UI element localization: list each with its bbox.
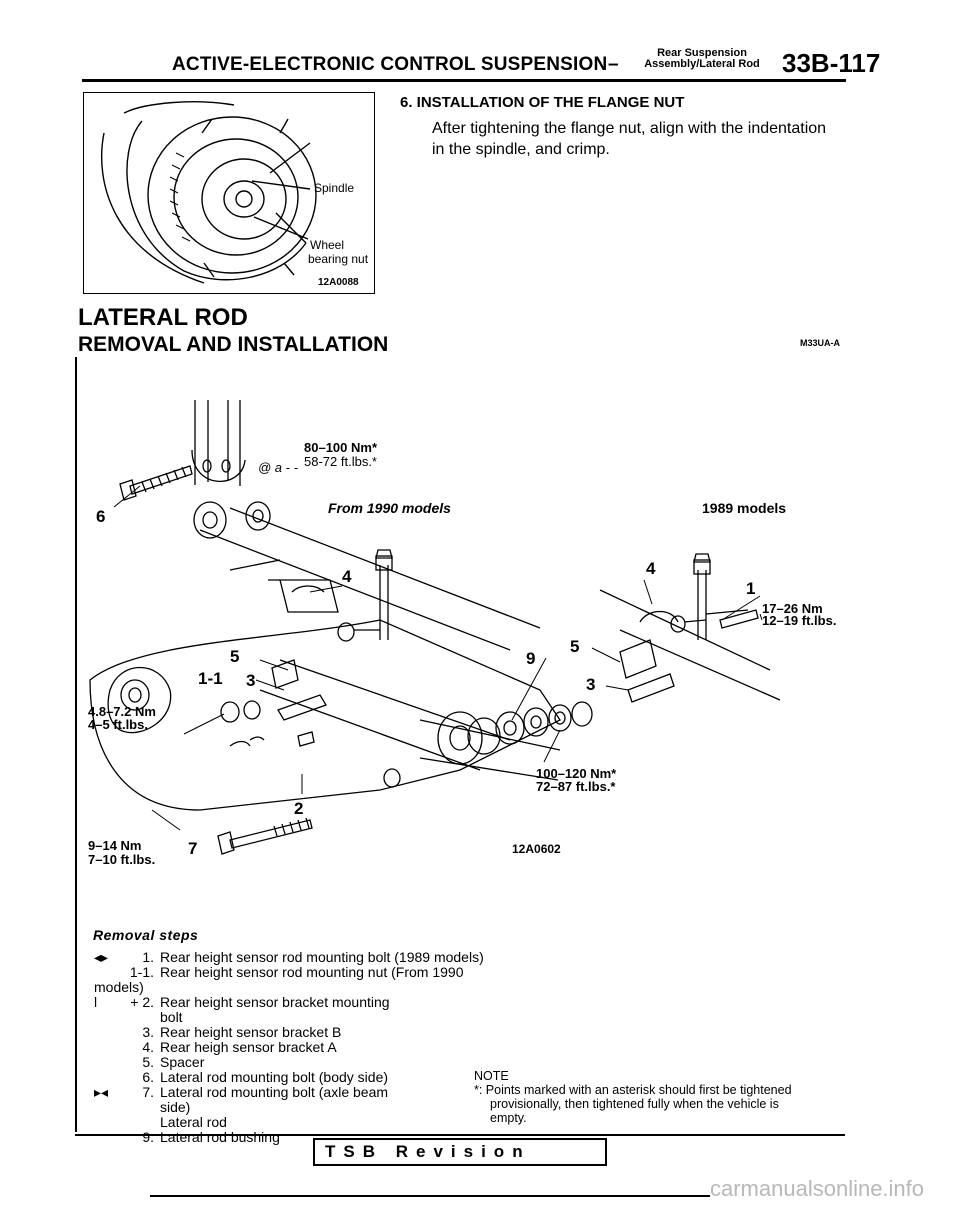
step-number: 4.	[142, 1039, 154, 1055]
callout-5-1989: 5	[570, 637, 579, 656]
section-code: M33UA-A	[800, 338, 841, 348]
tsb-revision-box: TSB Revision	[313, 1138, 607, 1166]
torque-bottom-nm: 9–14 Nm	[88, 838, 142, 853]
header-subtitle: Rear Suspension Assembly/Lateral Rod	[628, 48, 776, 70]
section-subtitle: REMOVAL AND INSTALLATION	[78, 333, 389, 356]
spindle-label: Spindle	[314, 181, 354, 195]
list-item: l + 2. Rear height sensor bracket mounting	[94, 995, 514, 1010]
step-text: Lateral rod	[160, 1114, 227, 1130]
header-title: ACTIVE-ELECTRONIC CONTROL SUSPENSION	[172, 54, 608, 75]
lateral-rod-diagram: 6 4 5 1-1 3 9 5 3 4 1 2 7	[80, 390, 850, 880]
left-rule	[75, 357, 77, 1132]
torque-center-nm: 100–120 Nm*	[536, 766, 617, 781]
step-number: 7.	[142, 1084, 154, 1100]
header-rule	[82, 79, 846, 82]
callout-4-1990: 4	[342, 567, 352, 586]
bottom-rule	[150, 1195, 710, 1197]
note-line3: empty.	[490, 1111, 527, 1125]
step-number: 9.	[142, 1129, 154, 1145]
flange-figure-id: 12A0088	[318, 277, 359, 288]
removal-steps-list: ◂▸ 1. Rear height sensor rod mounting bolt…	[94, 950, 514, 1145]
callout-9: 9	[526, 649, 535, 668]
note-line1: *: Points marked with an asterisk should…	[474, 1083, 792, 1097]
step-number: 6.	[142, 1069, 154, 1085]
torque-center-ft: 72–87 ft.lbs.*	[536, 779, 616, 794]
list-item: ◂▸ 1. Rear height sensor rod mounting bolt…	[94, 950, 514, 965]
footer-rule	[75, 1134, 845, 1136]
step-number: 3.	[142, 1024, 154, 1040]
list-item: 1-1.Rear height sensor rod mounting nut …	[94, 965, 514, 995]
flange-figure: Spindle Wheel bearing nut 12A0088	[83, 92, 375, 294]
step-number: + 2.	[130, 994, 154, 1010]
diagram-figure-id: 12A0602	[512, 842, 561, 856]
from-1990-label: From 1990 models	[328, 500, 451, 516]
flange-step-text: After tightening the flange nut, align w…	[432, 118, 826, 160]
callout-3-1990: 3	[246, 671, 255, 690]
step-text: side)	[160, 1099, 191, 1115]
spindle-illustration: Spindle Wheel bearing nut 12A0088	[100, 101, 369, 288]
list-item: Lateral rod	[94, 1115, 514, 1130]
torque-top-mark: @ a - -	[258, 460, 298, 475]
note-title: NOTE	[474, 1069, 509, 1083]
callout-3-1989: 3	[586, 675, 595, 694]
list-item: 4. Rear heigh sensor bracket A	[94, 1040, 514, 1055]
step-text: Rear height sensor bracket mounting	[160, 994, 390, 1010]
callout-6: 6	[96, 507, 105, 526]
step-text: Rear heigh sensor bracket A	[160, 1039, 337, 1055]
flange-step-heading: 6. INSTALLATION OF THE FLANGE NUT	[400, 94, 685, 111]
list-item: bolt	[94, 1010, 514, 1025]
step-mark: l	[94, 994, 98, 1010]
torque-bottom-ft: 7–10 ft.lbs.	[88, 852, 156, 867]
note-block: NOTE *: Points marked with an asterisk s…	[474, 1069, 844, 1125]
models-1989-label: 1989 models	[702, 500, 787, 516]
step-number: 1.	[142, 949, 154, 965]
step-mark: ▸◂	[94, 1084, 109, 1100]
torque-top-nm: 80–100 Nm*	[304, 440, 377, 455]
page-number: 33B-117	[782, 48, 881, 78]
step-number: 1-1.	[129, 964, 154, 980]
step-text: Rear height sensor rod mounting bolt (19…	[160, 949, 484, 965]
step-text: Rear height sensor bracket B	[160, 1024, 342, 1040]
removal-steps-title: Removal steps	[93, 927, 199, 943]
callout-5-1990: 5	[230, 647, 239, 666]
step-text: bolt	[160, 1009, 183, 1025]
header-subtitle-line1: Rear Suspension	[657, 47, 747, 59]
step-text: Lateral rod mounting bolt (axle beam	[160, 1084, 389, 1100]
list-item: 6. Lateral rod mounting bolt (body side)	[94, 1070, 514, 1085]
callout-2: 2	[294, 799, 303, 818]
list-item: 5. Spacer	[94, 1055, 514, 1070]
list-item: 3. Rear height sensor bracket B	[94, 1025, 514, 1040]
lateral-rod-illustration: 6 4 5 1-1 3 9 5 3 4 1 2 7	[89, 400, 781, 858]
wheel-label: Wheel	[310, 238, 344, 252]
callout-1-1: 1-1	[198, 669, 223, 688]
step-mark: ◂▸	[94, 949, 109, 965]
watermark: carmanualsonline.info	[710, 1176, 925, 1201]
torque-left-nm: 4.8–7.2 Nm	[88, 704, 156, 719]
note-line2: provisionally, then tightened fully when…	[490, 1097, 779, 1111]
section-title: LATERAL ROD	[78, 304, 248, 331]
callout-1: 1	[746, 579, 755, 598]
step-text: Lateral rod bushing	[160, 1129, 280, 1145]
flange-step-text-line2: in the spindle, and crimp.	[432, 141, 610, 158]
torque-right-ft: 12–19 ft.lbs.	[762, 613, 837, 628]
list-item: 9. Lateral rod bushing	[94, 1130, 514, 1145]
header-subtitle-line2: Assembly/Lateral Rod	[644, 58, 760, 70]
torque-left-ft: 4–5 ft.lbs.	[88, 717, 148, 732]
callout-4-1989: 4	[646, 559, 656, 578]
list-item: side)	[94, 1100, 514, 1115]
flange-step-text-line1: After tightening the flange nut, align w…	[432, 120, 827, 137]
step-number: 5.	[142, 1054, 154, 1070]
torque-top-ft: 58-72 ft.lbs.*	[304, 454, 377, 469]
step-text: Rear height sensor rod mounting nut (Fro…	[94, 964, 464, 995]
callout-7: 7	[188, 839, 197, 858]
step-text: Lateral rod mounting bolt (body side)	[160, 1069, 389, 1085]
step-text: Spacer	[160, 1054, 205, 1070]
header-dash: –	[608, 54, 619, 75]
torque-right-nm: 17–26 Nm	[762, 601, 823, 616]
list-item: ▸◂ 7. Lateral rod mounting bolt (axle beam	[94, 1085, 514, 1100]
bearing-nut-label: bearing nut	[308, 252, 369, 266]
